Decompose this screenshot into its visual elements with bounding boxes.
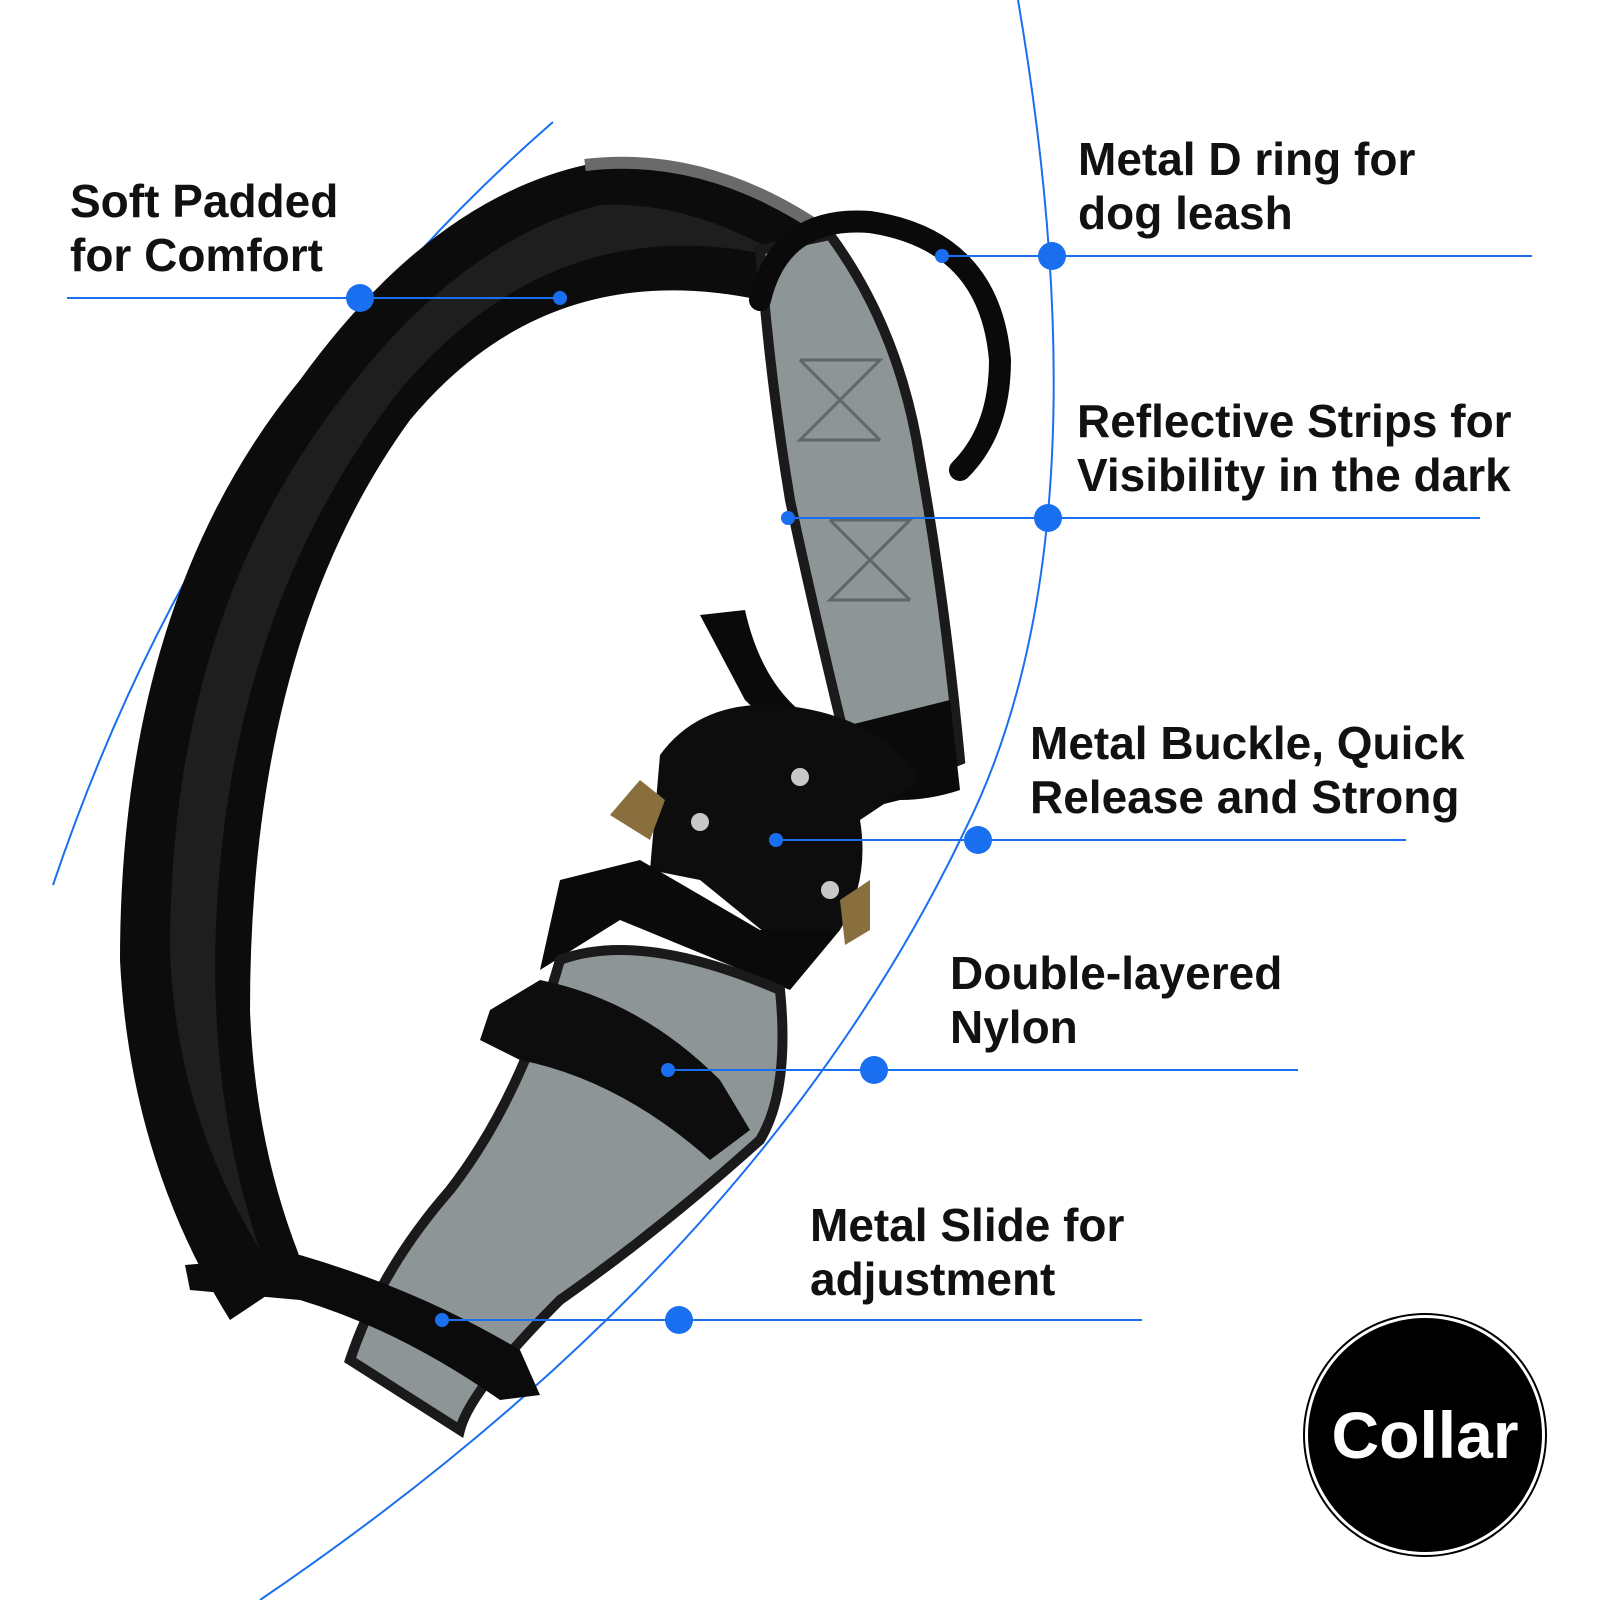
collar-badge: Collar (1308, 1318, 1542, 1552)
callout-slide-line2: adjustment (810, 1253, 1056, 1305)
callout-slide: Metal Slide for adjustment (810, 1198, 1124, 1306)
d-ring (749, 210, 1012, 481)
callout-slide-line1: Metal Slide for (810, 1199, 1125, 1251)
buckle-lower (540, 860, 840, 990)
callout-reflective-line2: Visibility in the dark (1077, 449, 1511, 501)
collar-inner-lining (170, 204, 790, 1251)
callout-buckle: Metal Buckle, Quick Release and Strong (1030, 716, 1465, 824)
buckle-body (650, 704, 920, 945)
callout-padded: Soft Padded for Comfort (70, 174, 338, 282)
collar-badge-label: Collar (1331, 1398, 1519, 1472)
callout-d-ring: Metal D ring for dog leash (1078, 132, 1415, 240)
collar-padded-band (120, 162, 830, 1320)
callout-reflective-line1: Reflective Strips for (1077, 395, 1512, 447)
buckle-rivet (821, 881, 839, 899)
callout-lines (67, 255, 1532, 1321)
callout-padded-line1: Soft Padded (70, 175, 339, 227)
collar-gray-piping (584, 156, 834, 240)
buckle-rivet (791, 768, 809, 786)
buckle-release-tab-left (610, 780, 665, 840)
metal-slide (185, 1255, 540, 1400)
callout-nylon-line2: Nylon (950, 1001, 1078, 1053)
callout-nylon: Double-layered Nylon (950, 946, 1282, 1054)
buckle-rivet (691, 813, 709, 831)
callout-d-ring-line2: dog leash (1078, 187, 1293, 239)
keeper-loop (480, 980, 750, 1160)
stitching-pattern (796, 358, 914, 602)
callout-buckle-line1: Metal Buckle, Quick (1030, 717, 1465, 769)
callout-padded-line2: for Comfort (70, 229, 323, 281)
callout-reflective: Reflective Strips for Visibility in the … (1077, 394, 1512, 502)
callout-d-ring-line1: Metal D ring for (1078, 133, 1416, 185)
callout-nylon-line1: Double-layered (950, 947, 1283, 999)
callout-dots (346, 242, 1066, 1334)
callout-buckle-line2: Release and Strong (1030, 771, 1460, 823)
right-arc-line (259, 0, 1055, 1600)
buckle-release-tab-right (840, 880, 870, 945)
